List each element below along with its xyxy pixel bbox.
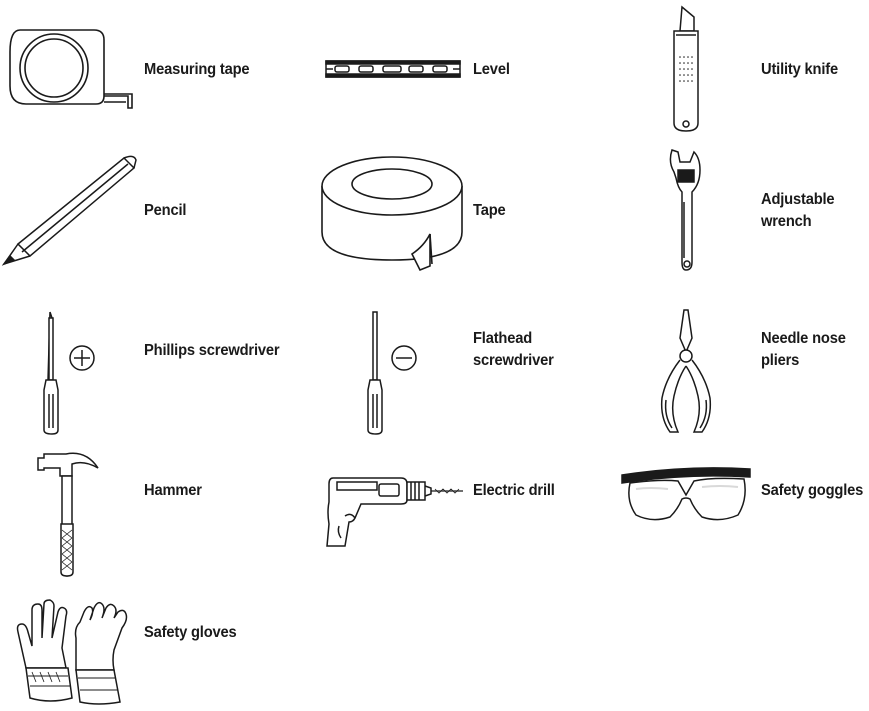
- label-line: Tape: [473, 202, 506, 219]
- tool-label-adjustable-wrench: Adjustable wrench: [761, 189, 835, 233]
- adjustable-wrench-icon: [666, 148, 706, 274]
- label-line: wrench: [761, 213, 812, 230]
- tool-label-safety-gloves: Safety gloves: [144, 622, 237, 644]
- tool-label-flathead-screwdriver: Flathead screwdriver: [473, 328, 554, 372]
- label-line: pliers: [761, 352, 800, 369]
- tool-label-measuring-tape: Measuring tape: [144, 59, 250, 81]
- tool-label-tape: Tape: [473, 200, 506, 222]
- tool-label-utility-knife: Utility knife: [761, 59, 838, 81]
- phillips-screwdriver-icon: [40, 310, 100, 436]
- utility-knife-icon: [668, 5, 704, 135]
- label-line: Level: [473, 61, 510, 78]
- label-line: Safety gloves: [144, 624, 237, 641]
- label-line: Adjustable: [761, 191, 835, 208]
- label-line: Flathead: [473, 330, 533, 347]
- pencil-icon: [0, 152, 144, 268]
- tool-label-safety-goggles: Safety goggles: [761, 480, 863, 502]
- tool-label-hammer: Hammer: [144, 480, 202, 502]
- label-line: Phillips screwdriver: [144, 342, 280, 359]
- tool-label-electric-drill: Electric drill: [473, 480, 555, 502]
- tool-label-pencil: Pencil: [144, 200, 186, 222]
- label-line: Utility knife: [761, 61, 838, 78]
- flathead-screwdriver-icon: [364, 310, 424, 436]
- tape-roll-icon: [320, 154, 468, 274]
- hammer-icon: [36, 448, 102, 578]
- tool-label-level: Level: [473, 59, 510, 81]
- electric-drill-icon: [325, 472, 467, 550]
- label-line: Electric drill: [473, 482, 555, 499]
- label-line: screwdriver: [473, 352, 554, 369]
- label-line: Pencil: [144, 202, 187, 219]
- measuring-tape-icon: [6, 24, 136, 114]
- label-line: Needle nose: [761, 330, 846, 347]
- safety-gloves-icon: [10, 598, 134, 706]
- tool-label-phillips-screwdriver: Phillips screwdriver: [144, 340, 280, 362]
- label-line: Measuring tape: [144, 61, 250, 78]
- tool-label-needle-nose-pliers: Needle nose pliers: [761, 328, 846, 372]
- needle-nose-pliers-icon: [656, 308, 720, 434]
- label-line: Safety goggles: [761, 482, 864, 499]
- level-icon: [325, 60, 461, 78]
- safety-goggles-icon: [620, 465, 752, 525]
- label-line: Hammer: [144, 482, 202, 499]
